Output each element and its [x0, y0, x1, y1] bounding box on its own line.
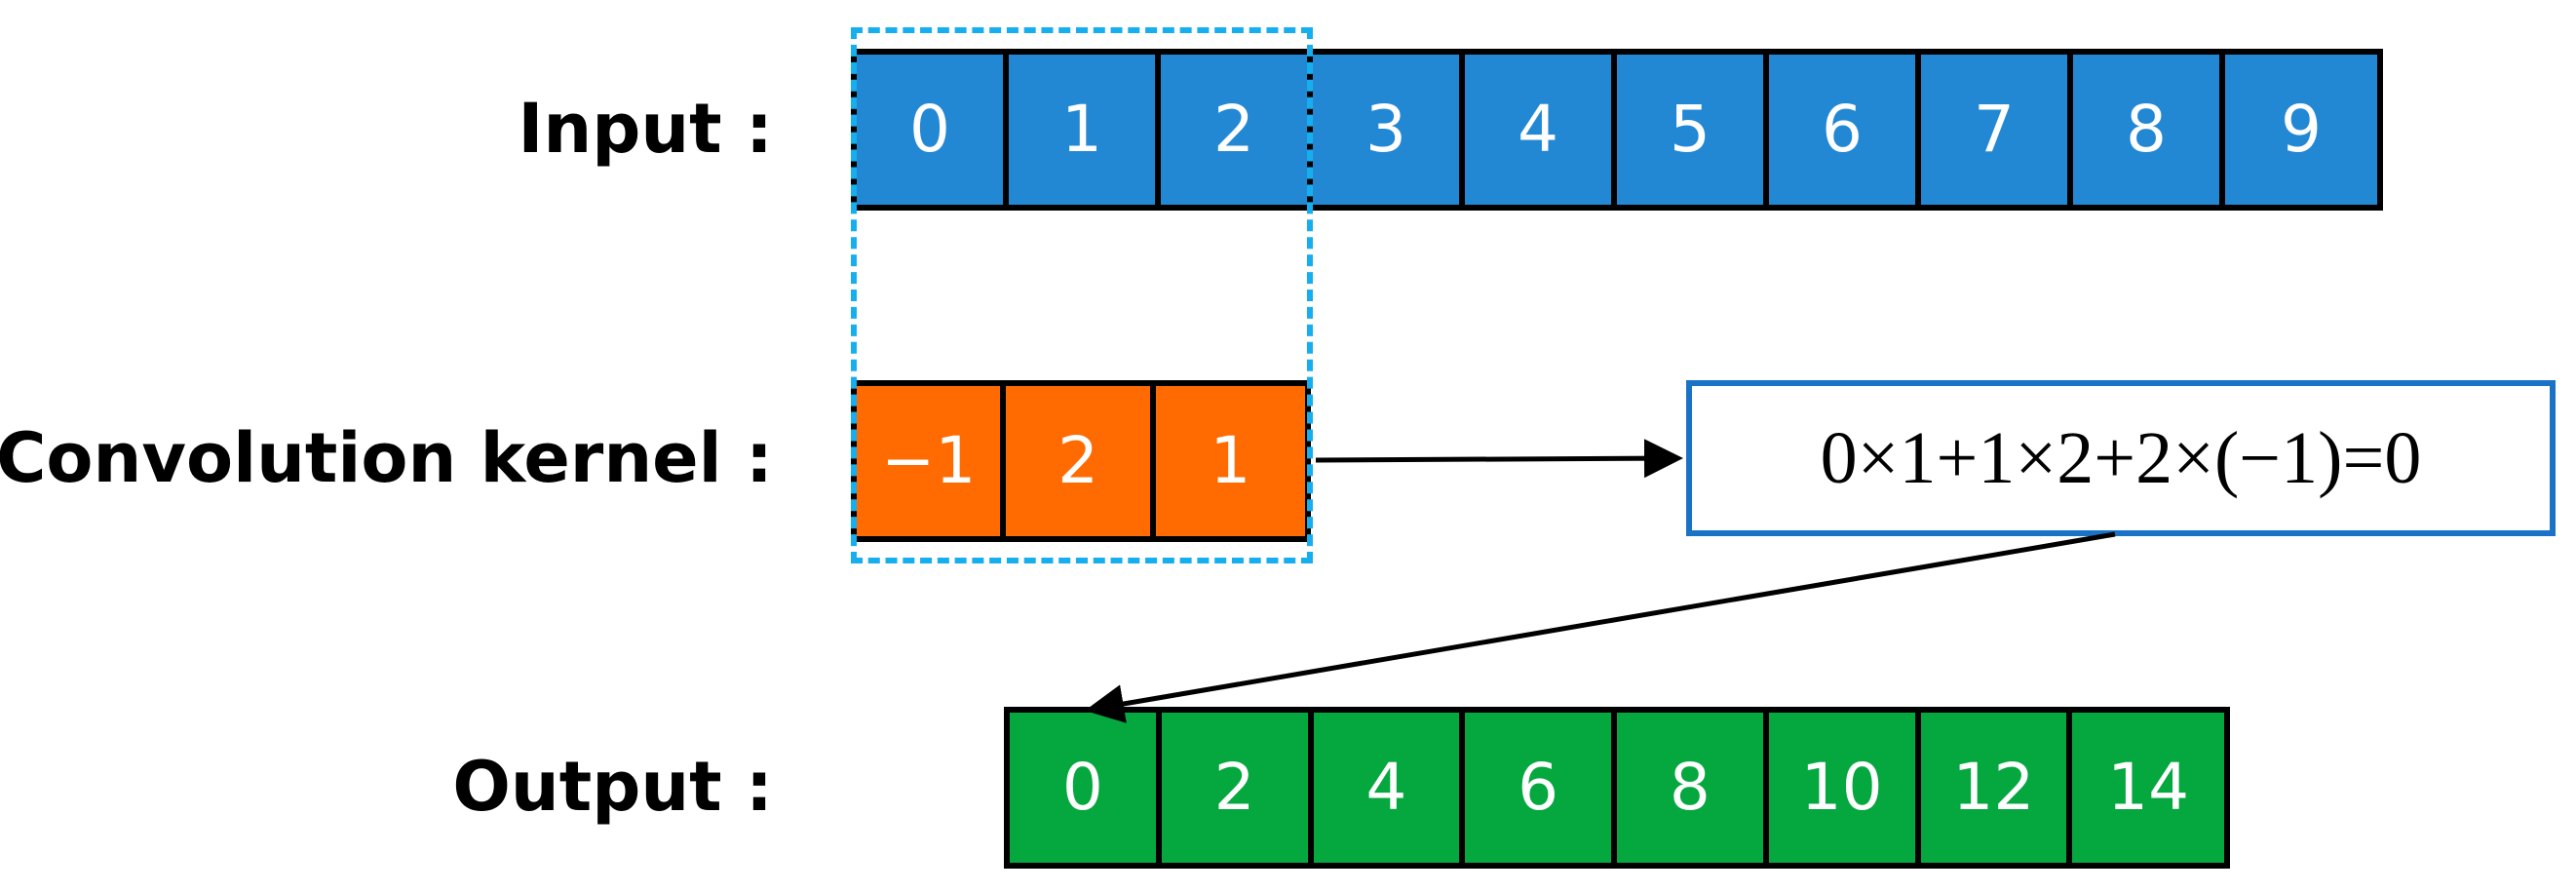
input-cell: 4 — [1465, 55, 1617, 205]
output-cell: 10 — [1768, 713, 1921, 863]
input-cell: 0 — [857, 55, 1009, 205]
kernel-cell: −1 — [857, 386, 1007, 536]
input-cell: 7 — [1921, 55, 2073, 205]
output-cell: 2 — [1161, 713, 1314, 863]
output-cell: 14 — [2072, 713, 2224, 863]
output-cell: 0 — [1010, 713, 1162, 863]
input-cell: 2 — [1161, 55, 1313, 205]
output-cell: 6 — [1465, 713, 1617, 863]
output-sequence: 0 2 4 6 8 10 12 14 — [1004, 707, 2230, 869]
output-label: Output : — [452, 747, 773, 827]
kernel-to-formula-arrow — [1315, 439, 1683, 479]
kernel-sequence: −1 2 1 — [851, 380, 1311, 542]
input-cell: 3 — [1313, 55, 1465, 205]
kernel-cell: 1 — [1155, 386, 1306, 536]
output-cell: 8 — [1617, 713, 1769, 863]
kernel-label: Convolution kernel : — [0, 418, 773, 498]
output-cell: 12 — [1920, 713, 2073, 863]
input-cell: 1 — [1009, 55, 1161, 205]
input-cell: 5 — [1617, 55, 1769, 205]
input-cell: 8 — [2073, 55, 2225, 205]
input-cell: 6 — [1769, 55, 1921, 205]
output-cell: 4 — [1313, 713, 1466, 863]
input-label: Input : — [518, 89, 773, 169]
input-sequence: 0 1 2 3 4 5 6 7 8 9 — [851, 49, 2383, 211]
sliding-window-highlight — [851, 27, 1313, 563]
input-cell: 9 — [2225, 55, 2377, 205]
formula-box: 0×1+1×2+2×(−1)=0 — [1686, 380, 2556, 536]
kernel-cell: 2 — [1006, 386, 1156, 536]
